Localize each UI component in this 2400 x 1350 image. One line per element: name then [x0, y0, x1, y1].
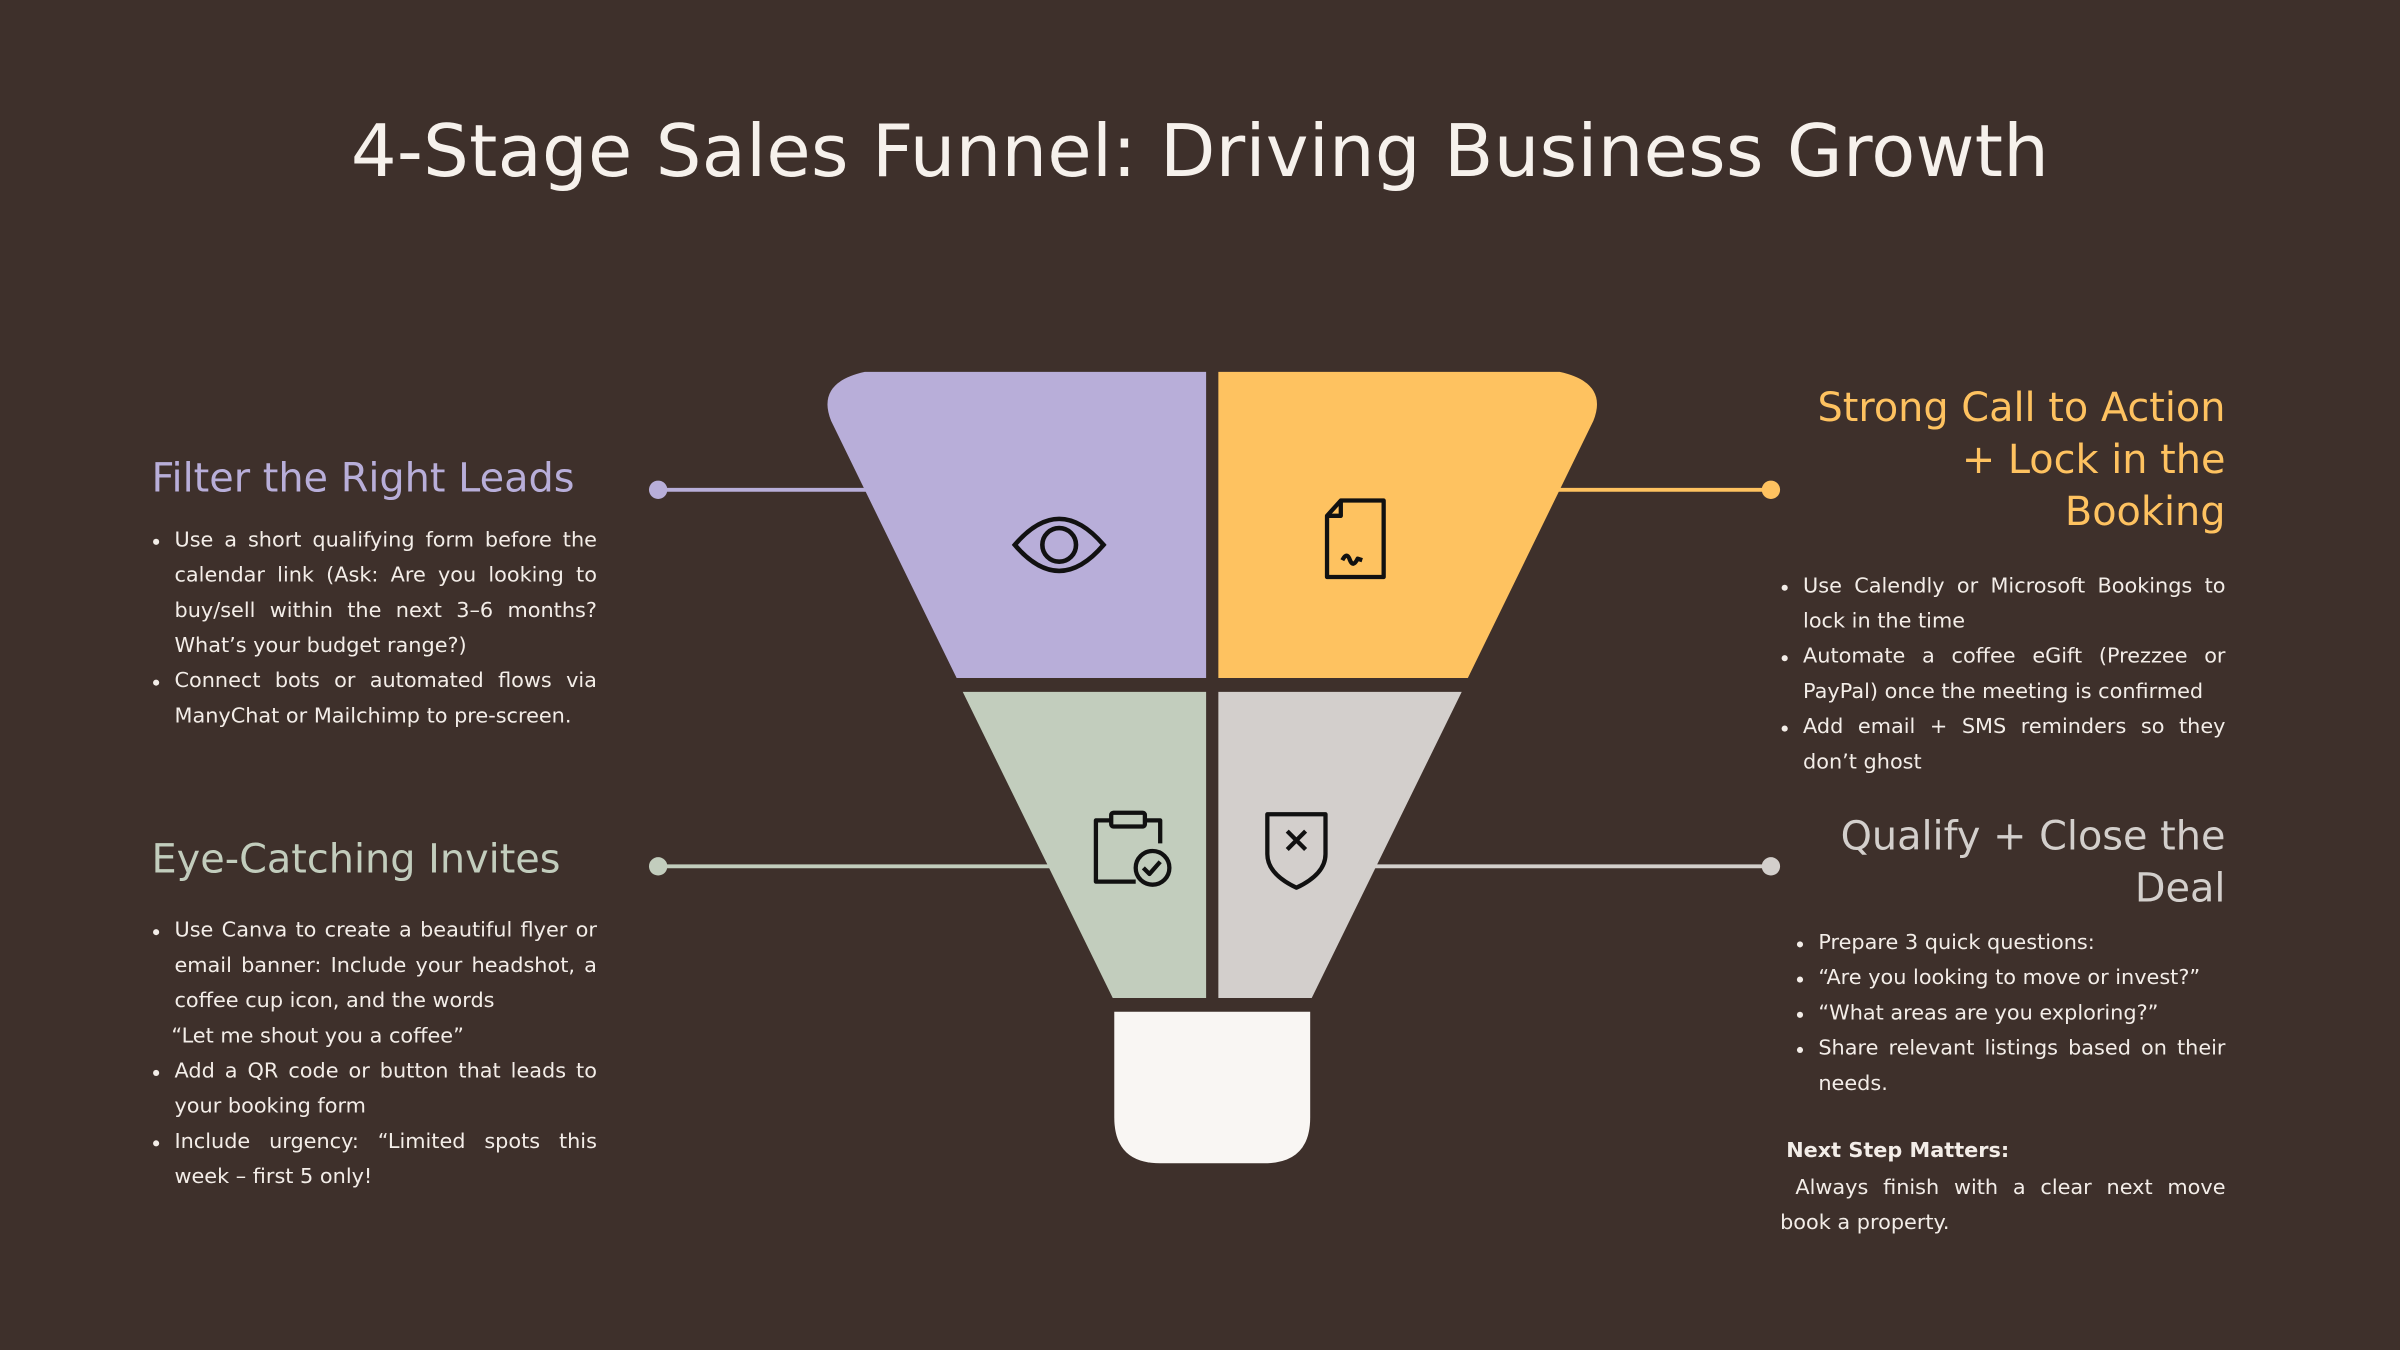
shield-x-icon: [1265, 812, 1328, 890]
next-step-title: Next Step Matters:: [1786, 1138, 2010, 1164]
stage4-bullets: Prepare 3 quick questions: “Are you look…: [1795, 926, 2225, 1102]
stage2-heading: Strong Call to Action + Lock in the Book…: [1817, 385, 2226, 536]
next-step-body: Always finish with a clear next move boo…: [1780, 1175, 2226, 1236]
stage1-heading: Filter the Right Leads: [151, 456, 575, 503]
list-item: Share relevant listings based on their n…: [1795, 1032, 2225, 1102]
list-item: Use Calendly or Microsoft Bookings to lo…: [1780, 569, 2225, 639]
clipboard-check-icon: [1093, 810, 1172, 887]
funnel-segment-stage2: [1218, 371, 1597, 679]
list-item: “What areas are you exploring?”: [1795, 996, 2225, 1031]
list-item: “Are you looking to move or invest?”: [1795, 961, 2225, 996]
connector-dot-stage3: [648, 857, 668, 876]
stage3-bullets: Use Canva to create a beautiful flyer or…: [152, 914, 597, 1196]
page-title: 4-Stage Sales Funnel: Driving Business G…: [350, 110, 2050, 195]
funnel-segment-stage4: [1218, 691, 1462, 998]
connector-dot-stage2: [1761, 480, 1781, 499]
list-item: Automate a coffee eGift (Prezzee or PayP…: [1780, 640, 2225, 710]
list-item: Add email + SMS reminders so they don’t …: [1780, 710, 2225, 780]
list-item: Connect bots or automated flows via Many…: [152, 664, 597, 734]
stage3-heading: Eye-Catching Invites: [151, 837, 561, 884]
list-item: “Let me shout you a coffee”: [171, 1023, 464, 1049]
list-item: Add a QR code or button that leads to yo…: [152, 1055, 597, 1125]
list-item: Use a short qualifying form before the c…: [152, 523, 597, 664]
list-item: Use Canva to create a beautiful flyer or…: [152, 914, 597, 1020]
document-icon: [1324, 498, 1386, 580]
funnel-segment-stage1: [827, 371, 1207, 679]
eye-icon: [1011, 516, 1107, 573]
stage2-bullets: Use Calendly or Microsoft Bookings to lo…: [1780, 569, 2225, 780]
connector-dot-stage1: [648, 480, 668, 499]
list-item: Prepare 3 quick questions:: [1795, 926, 2225, 961]
stage1-bullets: Use a short qualifying form before the c…: [152, 523, 597, 734]
funnel-base: [1114, 1011, 1311, 1164]
list-item: Include urgency: “Limited spots this wee…: [152, 1125, 597, 1195]
stage4-heading: Qualify + Close the Deal: [1840, 814, 2226, 913]
funnel-segment-stage3: [962, 691, 1207, 998]
connector-dot-stage4: [1761, 857, 1781, 876]
